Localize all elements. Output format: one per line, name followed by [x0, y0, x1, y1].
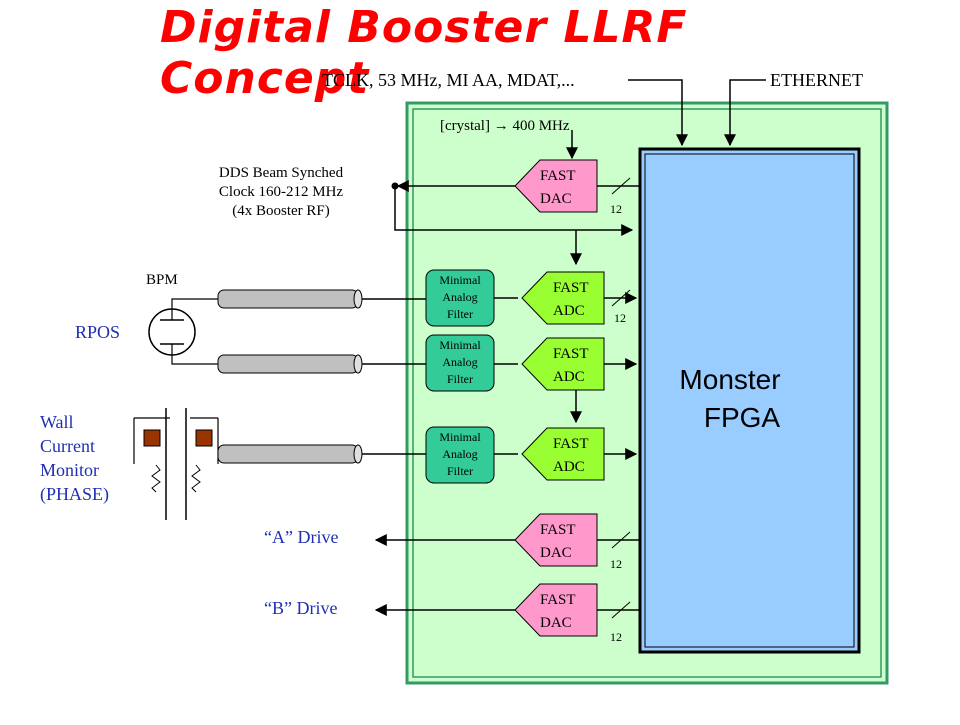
tclk-arrow [628, 79, 688, 147]
fast-dac-top [514, 159, 598, 213]
wall-label-1: Wall [40, 412, 74, 432]
dds-label-3: (4x Booster RF) [232, 203, 330, 219]
ethernet-arrow [724, 79, 766, 147]
top-inputs-label: TCLK, 53 MHz, MI AA, MDAT,... [322, 70, 575, 90]
wall-label-3: Monitor [40, 460, 100, 480]
fast-adc-1 [521, 271, 605, 325]
adc3-line-2: ADC [553, 459, 585, 475]
wall-label-2: Current [40, 436, 95, 456]
dac-b-line-1: FAST [540, 592, 576, 608]
bus-width-dac-top: 12 [610, 202, 622, 216]
adc2-line-2: ADC [553, 369, 585, 385]
filter3-line-3: Filter [447, 464, 473, 478]
dds-label-1: DDS Beam Synched [218, 165, 344, 181]
bpm-cable-1 [217, 289, 359, 309]
bus-mark-dac-a [611, 531, 631, 549]
adc1-line-2: ADC [553, 303, 585, 319]
fpga-label-1: Monster [679, 364, 781, 395]
bus-mark-dac-b [611, 601, 631, 619]
adc2-line-1: FAST [553, 346, 589, 362]
filter1-line-3: Filter [447, 307, 473, 321]
fast-dac-b [514, 583, 598, 637]
adc1-line-1: FAST [553, 280, 589, 296]
dac-a-line-2: DAC [540, 545, 572, 561]
page-title: Digital Booster LLRF Concept [160, 2, 688, 104]
wall-label-4: (PHASE) [40, 484, 110, 504]
bus-width-adc-1: 12 [614, 311, 626, 325]
rpos-label: RPOS [75, 322, 121, 342]
fpga-block [638, 147, 861, 654]
filter1-line-1: Minimal [439, 273, 481, 287]
filter2-line-2: Analog [442, 355, 478, 369]
dac-top-line-1: FAST [540, 168, 576, 184]
bpm-label: BPM [146, 272, 178, 288]
wall-current-monitor [133, 408, 219, 520]
ethernet-label: ETHERNET [770, 70, 863, 90]
bus-mark-dac-top [611, 177, 631, 195]
crystal-label: [crystal] → 400 MHz [440, 118, 570, 134]
adc3-line-1: FAST [553, 436, 589, 452]
bus-width-dac-a: 12 [610, 557, 622, 571]
filter-3 [425, 426, 495, 484]
fpga-label-2: FPGA [703, 402, 781, 433]
bus-mark-adc-1 [611, 289, 631, 307]
filter2-line-1: Minimal [439, 338, 481, 352]
bus-width-dac-b: 12 [610, 630, 622, 644]
dac-a-line-1: FAST [540, 522, 576, 538]
filter3-line-1: Minimal [439, 430, 481, 444]
a-drive-label: “A” Drive [264, 527, 339, 547]
dac-b-line-2: DAC [540, 615, 572, 631]
filter3-line-2: Analog [442, 447, 478, 461]
dac-top-line-2: DAC [540, 191, 572, 207]
filter1-line-2: Analog [442, 290, 478, 304]
b-drive-label: “B” Drive [264, 598, 338, 618]
bpm-cable-2 [217, 354, 359, 374]
filter2-line-3: Filter [447, 372, 473, 386]
fast-dac-a [514, 513, 598, 567]
wcm-cable [217, 444, 359, 464]
filter-2 [425, 334, 495, 392]
fast-adc-3 [521, 427, 605, 481]
dds-label-2: Clock 160-212 MHz [218, 184, 344, 200]
